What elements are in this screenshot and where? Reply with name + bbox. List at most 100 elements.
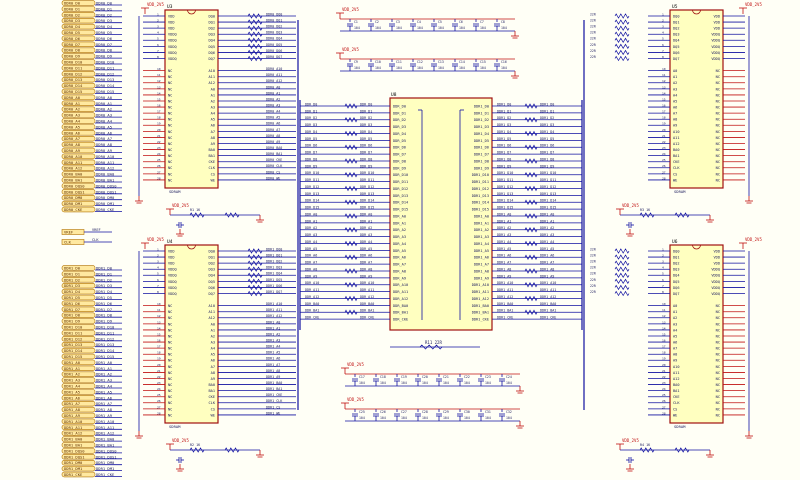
net-name: DDR1_D13	[96, 342, 114, 347]
vref-resistor	[639, 447, 655, 453]
center-net-name: DDR1_D12	[497, 185, 513, 189]
capacitor-ref: C2	[375, 20, 379, 24]
net-name: DDR0_A1	[266, 91, 280, 95]
net-label-tag	[61, 347, 96, 354]
pin-number: 2	[662, 253, 664, 257]
net-label: DDR0_D7	[64, 42, 80, 47]
center-pin-name: DDR1_A0	[474, 214, 489, 218]
capacitor-value: 104	[480, 26, 486, 30]
net-label: DDR1_DQS0	[64, 448, 85, 453]
net-label: DDR0_D4	[64, 24, 81, 29]
pin-name: BA1	[209, 154, 216, 158]
pin-name: NC	[716, 81, 720, 85]
capacitor-value: 104	[443, 416, 449, 420]
capacitor-ref: C9	[354, 60, 358, 64]
pin-name: NC	[168, 160, 172, 164]
pin-name: A4	[211, 112, 215, 116]
series-resistor	[247, 248, 263, 254]
pin-name: CS	[673, 407, 677, 411]
resistor-value: 22R	[590, 18, 596, 22]
series-resistor	[344, 240, 358, 247]
pin-name: A1	[211, 93, 215, 97]
vref-resistor-label: R1 1K	[190, 208, 201, 212]
net-label: DDR0_D9	[64, 54, 81, 59]
pin-number: 5	[157, 37, 159, 41]
capacitor-ref: C3	[396, 20, 400, 24]
center-net-name: DDR1_CKE	[540, 316, 556, 320]
net-name: DDR1_A10	[96, 419, 115, 424]
pin-name: DQ3	[673, 268, 680, 272]
net-label: DDR1_D8	[64, 313, 81, 318]
pin-number: 15	[662, 332, 666, 336]
pin-number: 21	[662, 134, 666, 138]
pin-name: A8	[211, 136, 215, 140]
pin-name: NC	[168, 347, 172, 351]
net-name: DDR0_DQ0	[266, 12, 282, 16]
center-pin-name: DDR_A0	[393, 214, 406, 218]
net-name: DDR0_A7	[96, 136, 112, 141]
pin-name: DQ0	[673, 14, 680, 18]
series-resistor	[247, 266, 263, 272]
capacitor-ref: C8	[501, 20, 505, 24]
pin-name: A0	[673, 69, 677, 73]
pin-number: 22	[157, 375, 161, 379]
net-name: DDR1_A1	[266, 326, 280, 330]
pin-number: 17	[157, 345, 161, 349]
pin-name: DQ0	[673, 249, 680, 253]
center-net-name: DDR1_D0	[497, 102, 511, 106]
pin-number: 23	[662, 146, 666, 150]
pin-name: DQ5	[673, 280, 680, 284]
net-name: DDR1_A3	[96, 378, 112, 383]
power-net-label: VDD_2V5	[622, 203, 639, 208]
center-net-name: DDR1_A0	[497, 212, 511, 216]
center-pin-name: DDR1_A2	[474, 228, 489, 232]
pin-name: NC	[716, 124, 720, 128]
pin-name: VDDQ	[711, 57, 720, 61]
net-label-tag	[61, 112, 96, 118]
pin-name: VDDQ	[168, 45, 177, 49]
capacitor-ref: C25	[359, 410, 365, 414]
pin-name: CKE	[209, 395, 216, 399]
capacitor-ref: C24	[506, 375, 512, 379]
pin-name: NC	[168, 87, 172, 91]
net-name: DDR1_A4	[266, 345, 280, 349]
pin-name: NC	[716, 99, 720, 103]
center-pin-name: DDR1_D9	[474, 166, 489, 170]
net-label-tag	[61, 406, 96, 413]
center-pin-name: DDR1_A12	[472, 297, 489, 301]
net-label-tag	[61, 159, 96, 165]
center-net-name: DDR1_D1	[540, 109, 554, 113]
power-net-label: VDD_2V5	[745, 237, 762, 242]
center-net-name: DDR_D9	[360, 164, 372, 168]
net-name: DDR1_BA1	[266, 387, 282, 391]
center-net-name: DDR1_BA1	[497, 309, 513, 313]
net-name: DDR1_A2	[96, 372, 112, 377]
net-label: DDR0_A9	[64, 148, 81, 153]
capacitor-ref: C21	[443, 375, 449, 379]
center-pin-name: DDR_A7	[393, 263, 406, 267]
net-name: DDR0_D12	[96, 71, 114, 76]
chip-ref: U6	[672, 239, 678, 245]
net-name: DDR1_CLK	[266, 399, 283, 403]
pin-number: 6	[157, 278, 159, 282]
net-label-tag	[61, 82, 96, 89]
net-label: DDR1_D4	[64, 289, 81, 294]
center-net-name: DDR1_D11	[540, 178, 556, 182]
pin-name: A11	[209, 310, 216, 314]
pin-name: DQ1	[673, 20, 680, 24]
net-label: DDR1_BA0	[64, 437, 83, 442]
center-pin-name: DDR_D13	[393, 194, 408, 198]
center-net-name: DDR_D10	[360, 171, 374, 175]
pin-name: A0	[211, 322, 215, 326]
pin-name: NC	[716, 316, 720, 320]
power-net-label: VDD_2V5	[622, 438, 639, 443]
pin-name: VDD	[714, 249, 721, 253]
capacitor-ref: C19	[401, 375, 407, 379]
pin-number: 8	[157, 55, 159, 59]
pin-name: NC	[716, 334, 720, 338]
pin-name: A3	[211, 340, 215, 344]
center-pin-name: DDR1_D14	[472, 201, 489, 205]
center-pin-name: DDR1_D15	[472, 208, 489, 212]
chip-body	[164, 244, 219, 424]
center-net-name: DDR1_D3	[540, 123, 554, 127]
